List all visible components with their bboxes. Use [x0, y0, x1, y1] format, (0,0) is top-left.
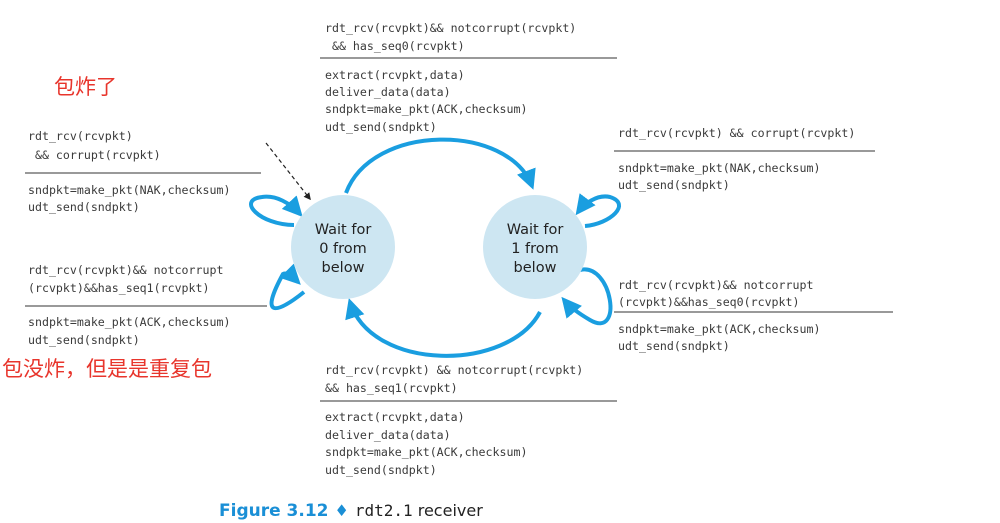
- transition-event-line: (rcvpkt)&&has_seq1(rcvpkt): [28, 281, 209, 295]
- state-wait-for-0: Wait for 0 from below: [291, 195, 395, 299]
- transition-event-line: rdt_rcv(rcvpkt)&& notcorrupt: [28, 263, 223, 277]
- transition-event-line: && corrupt(rcvpkt): [28, 148, 161, 162]
- state-label-line: Wait for: [315, 222, 372, 238]
- state-wait-for-1: Wait for 1 from below: [483, 195, 587, 299]
- figure-caption: Figure 3.12 ♦ rdt2.1 receiver: [219, 501, 483, 521]
- transition-event-line: rdt_rcv(rcvpkt)&& notcorrupt(rcvpkt): [325, 21, 576, 35]
- arrow-wait1-self-loop-corrupt: [575, 193, 621, 228]
- transition-bottom-label: rdt_rcv(rcvpkt) && notcorrupt(rcvpkt) &&…: [320, 363, 617, 477]
- annotation-corrupted: 包炸了: [54, 75, 117, 99]
- caption-separator: ♦: [335, 501, 349, 520]
- state-label-line: 1 from: [511, 241, 559, 257]
- state-circle: [291, 195, 395, 299]
- state-label-line: below: [322, 260, 365, 276]
- transition-action-line: sndpkt=make_pkt(ACK,checksum): [325, 102, 527, 116]
- transition-action-line: udt_send(sndpkt): [28, 333, 140, 347]
- arrow-wait1-to-wait0: [345, 298, 542, 358]
- transition-right-lower-label: rdt_rcv(rcvpkt)&& notcorrupt (rcvpkt)&&h…: [614, 278, 893, 353]
- transition-arrows: [249, 137, 621, 358]
- caption-protocol: rdt2.1: [355, 501, 413, 520]
- transition-event-line: rdt_rcv(rcvpkt) && notcorrupt(rcvpkt): [325, 363, 583, 377]
- caption-figure-number: Figure 3.12: [219, 501, 329, 521]
- transition-action-line: sndpkt=make_pkt(NAK,checksum): [618, 161, 820, 175]
- transition-action-line: sndpkt=make_pkt(ACK,checksum): [325, 445, 527, 459]
- transition-event-line: && has_seq0(rcvpkt): [325, 39, 465, 53]
- transition-action-line: udt_send(sndpkt): [325, 120, 437, 134]
- state-label-line: Wait for: [507, 222, 564, 238]
- transition-event-line: rdt_rcv(rcvpkt) && corrupt(rcvpkt): [618, 126, 855, 140]
- transition-action-line: deliver_data(data): [325, 85, 451, 99]
- transition-left-upper-label: rdt_rcv(rcvpkt) && corrupt(rcvpkt) sndpk…: [25, 129, 261, 214]
- arrow-wait0-self-loop-duplicate: [269, 263, 306, 311]
- transition-left-lower-label: rdt_rcv(rcvpkt)&& notcorrupt (rcvpkt)&&h…: [25, 263, 267, 347]
- transition-action-line: extract(rcvpkt,data): [325, 68, 465, 82]
- transition-action-line: sndpkt=make_pkt(ACK,checksum): [618, 322, 820, 336]
- transition-action-line: sndpkt=make_pkt(NAK,checksum): [28, 183, 230, 197]
- caption-text: receiver: [413, 501, 484, 520]
- transition-action-line: udt_send(sndpkt): [618, 178, 730, 192]
- initial-state-arrow: [265, 142, 311, 201]
- state-label-line: below: [514, 260, 557, 276]
- transition-event-line: (rcvpkt)&&has_seq0(rcvpkt): [618, 295, 799, 309]
- caption-line: Figure 3.12 ♦ rdt2.1 receiver: [219, 501, 483, 521]
- transition-action-line: udt_send(sndpkt): [618, 339, 730, 353]
- transition-action-line: sndpkt=make_pkt(ACK,checksum): [28, 315, 230, 329]
- transition-action-line: extract(rcvpkt,data): [325, 410, 465, 424]
- transition-event-line: rdt_rcv(rcvpkt)&& notcorrupt: [618, 278, 813, 292]
- state-label-line: 0 from: [319, 241, 367, 257]
- transition-event-line: && has_seq1(rcvpkt): [325, 381, 458, 395]
- arrow-wait0-to-wait1: [344, 137, 536, 194]
- transition-action-line: deliver_data(data): [325, 428, 451, 442]
- transition-action-line: udt_send(sndpkt): [28, 200, 140, 214]
- transition-event-line: rdt_rcv(rcvpkt): [28, 129, 133, 143]
- arrow-wait1-self-loop-duplicate: [561, 267, 613, 325]
- transition-top-label: rdt_rcv(rcvpkt)&& notcorrupt(rcvpkt) && …: [320, 21, 617, 134]
- arrow-wait0-self-loop-corrupt: [249, 194, 303, 227]
- annotation-duplicate: 包没炸，但是是重复包: [2, 357, 212, 381]
- transition-right-upper-label: rdt_rcv(rcvpkt) && corrupt(rcvpkt) sndpk…: [614, 126, 875, 192]
- state-circle: [483, 195, 587, 299]
- transition-action-line: udt_send(sndpkt): [325, 463, 437, 477]
